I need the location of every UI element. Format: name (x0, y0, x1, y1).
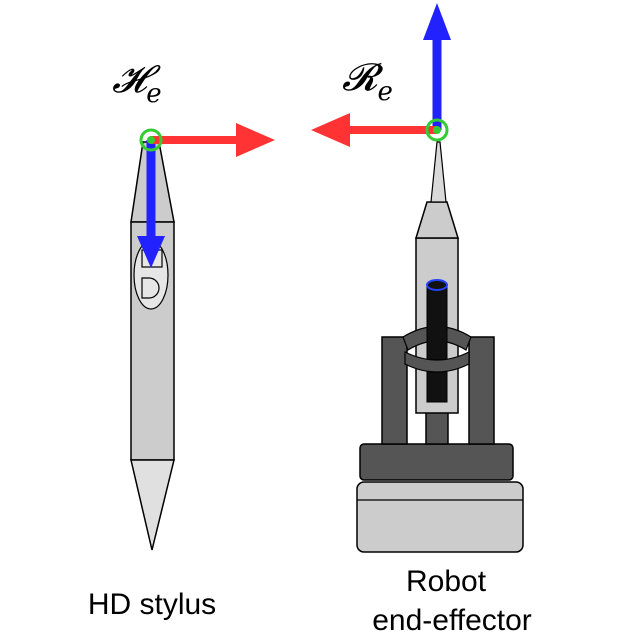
stylus-z-axis-arrowhead (137, 236, 165, 268)
robot-origin-dot (433, 126, 441, 134)
robot-plate-right (468, 336, 495, 445)
robot-shaft-opening (426, 279, 448, 291)
robot-end-effector: 𝓡e Robot end-effector (311, 3, 532, 637)
robot-caption-line2: end-effector (372, 604, 532, 637)
stylus-frame-label: 𝓗e (112, 57, 162, 109)
stylus-origin-dot (147, 136, 155, 144)
robot-collar-front (404, 351, 470, 373)
robot-origin-ring (425, 118, 449, 142)
stylus-x-axis-arrowhead (236, 123, 275, 157)
robot-plate-left (381, 336, 408, 445)
stylus-origin-ring (139, 128, 163, 152)
robot-tool-taper (414, 201, 460, 239)
stylus-caption: HD stylus (88, 588, 216, 621)
stylus-frame-subscript: e (146, 79, 161, 109)
robot-frame-label: 𝓡e (342, 55, 393, 107)
robot-frame-symbol: 𝓡 (342, 55, 384, 99)
stylus-button-d (141, 277, 160, 299)
robot-z-axis-arrowhead (423, 3, 451, 40)
robot-x-axis-arrowhead (311, 113, 350, 147)
robot-needle (430, 141, 447, 203)
robot-shaft (426, 284, 448, 403)
robot-frame-subscript: e (378, 77, 393, 107)
robot-base-lower (356, 481, 524, 553)
robot-base-band (359, 443, 514, 481)
hd-stylus: 𝓗e HD stylus (88, 57, 275, 621)
stylus-tip (130, 459, 175, 551)
robot-caption-line1: Robot (406, 565, 487, 598)
